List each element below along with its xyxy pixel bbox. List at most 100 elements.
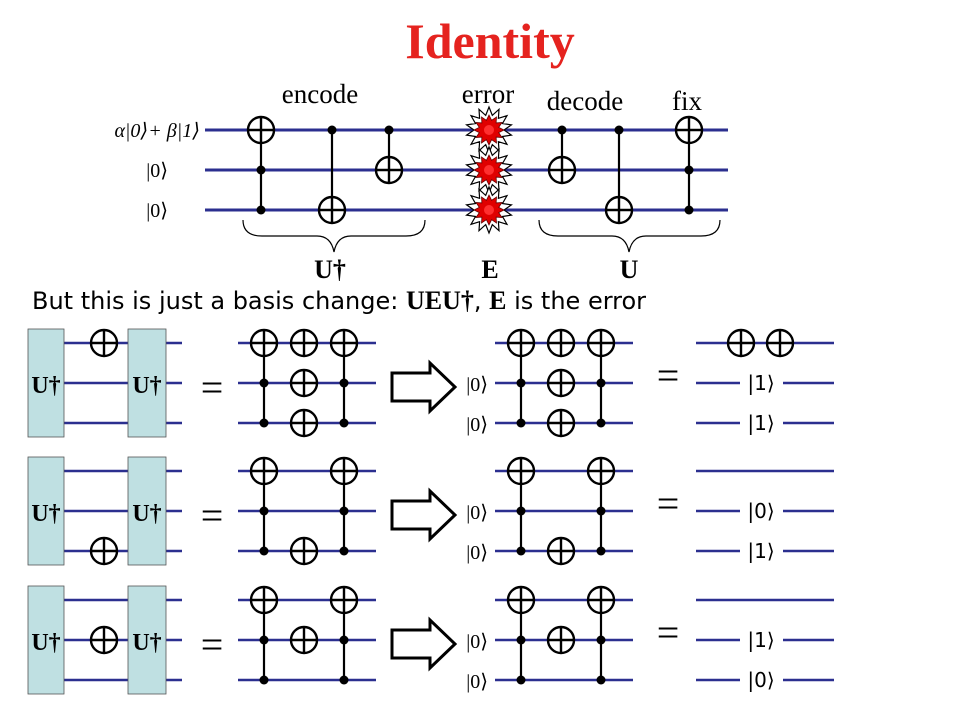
cnot-target-icon — [246, 115, 276, 145]
error-burst-icon — [465, 185, 513, 235]
fix-label: fix — [672, 86, 702, 116]
u-dagger-block-label: U† — [31, 501, 60, 527]
decode-label: decode — [547, 86, 623, 116]
u-dagger-block — [27, 456, 65, 566]
equals-sign: = — [657, 481, 680, 526]
cnot-target-icon — [765, 328, 795, 358]
implies-arrow-icon — [390, 359, 458, 415]
control-dot — [596, 378, 606, 388]
cnot-target-icon — [289, 328, 319, 358]
cnot-target-icon — [604, 195, 634, 225]
encode-brace — [242, 219, 426, 253]
input-state-q0: α|0⟩+ β|1⟩ — [114, 120, 200, 142]
input-state-q1: |0⟩ — [146, 160, 168, 182]
brace-label-e: E — [481, 255, 498, 284]
control-dot — [557, 125, 567, 135]
implies-arrow-icon — [390, 616, 458, 672]
ket-zero-label: |0⟩ — [466, 671, 488, 693]
cnot-target-icon — [506, 328, 536, 358]
ket-zero-label: |0⟩ — [466, 631, 488, 653]
control-dot — [339, 378, 349, 388]
u-dagger-block-label: U† — [31, 630, 60, 656]
cnot-target-icon — [546, 328, 576, 358]
caption-rest: is the error — [507, 287, 647, 315]
cnot-target-icon — [289, 536, 319, 566]
output-state-mid: |1⟩ — [747, 628, 774, 652]
error-label: error — [462, 79, 514, 109]
page-title: Identity — [405, 13, 574, 69]
cnot-target-icon — [89, 536, 119, 566]
basis-change-rows: U†U†=|0⟩|0⟩=|1⟩|1⟩U†U†=|0⟩|0⟩=|0⟩|1⟩U†U†… — [27, 328, 834, 695]
cnot-target-icon — [374, 155, 404, 185]
control-dot — [339, 675, 349, 685]
output-state-bottom: |0⟩ — [747, 668, 774, 692]
cnot-target-icon — [329, 585, 359, 615]
control-dot — [596, 546, 606, 556]
encode-label: encode — [282, 79, 358, 109]
cnot-target-icon — [249, 456, 279, 486]
basis-row-3: U†U†=|0⟩|0⟩=|1⟩|0⟩ — [27, 585, 834, 695]
cnot-target-icon — [329, 328, 359, 358]
control-dot — [339, 418, 349, 428]
equals-sign: = — [657, 353, 680, 398]
input-state-q2: |0⟩ — [146, 200, 168, 222]
cnot-target-icon — [546, 368, 576, 398]
control-dot — [596, 675, 606, 685]
control-dot — [259, 506, 269, 516]
burst-center — [484, 125, 494, 135]
u-dagger-block — [127, 328, 167, 438]
brace-label-u-dagger: U† — [314, 255, 346, 284]
basis-row-1: U† U† = |0⟩ |0⟩ = |1⟩ |1⟩ — [27, 328, 834, 438]
control-dot — [339, 546, 349, 556]
output-state-bottom: |1⟩ — [747, 411, 774, 435]
control-dot — [596, 506, 606, 516]
u-dagger-block — [27, 328, 65, 438]
equals-sign: = — [657, 610, 680, 655]
control-dot — [516, 675, 526, 685]
ket-zero-label: |0⟩ — [466, 502, 488, 524]
equals-sign: = — [201, 622, 224, 667]
control-dot — [684, 165, 694, 175]
caption-text: But this is just a basis change: — [32, 287, 406, 315]
equals-sign: = — [201, 365, 224, 410]
control-dot — [259, 635, 269, 645]
control-dot — [259, 418, 269, 428]
ket-zero-label: |0⟩ — [466, 542, 488, 564]
cnot-target-icon — [674, 115, 704, 145]
control-dot — [256, 165, 266, 175]
control-dot — [516, 546, 526, 556]
u-dagger-block-label: U† — [132, 373, 161, 399]
implies-arrow-icon — [390, 487, 458, 543]
control-dot — [516, 635, 526, 645]
cnot-target-icon — [249, 585, 279, 615]
cnot-target-icon — [546, 408, 576, 438]
decode-brace — [538, 219, 721, 253]
control-dot — [259, 378, 269, 388]
cnot-target-icon — [289, 625, 319, 655]
cnot-target-icon — [586, 585, 616, 615]
cnot-target-icon — [506, 585, 536, 615]
cnot-target-icon — [329, 456, 359, 486]
control-dot — [339, 506, 349, 516]
caption-sep: , — [474, 287, 489, 315]
control-dot — [596, 418, 606, 428]
cnot-target-icon — [89, 328, 119, 358]
basis-row-2: U†U†=|0⟩|0⟩=|0⟩|1⟩ — [27, 456, 834, 566]
control-dot — [516, 418, 526, 428]
u-dagger-block-label: U† — [132, 501, 161, 527]
control-dot — [614, 125, 624, 135]
caption: But this is just a basis change: UEU†, E… — [32, 286, 646, 315]
control-dot — [684, 205, 694, 215]
ket-zero-label: |0⟩ — [466, 374, 488, 396]
cnot-target-icon — [289, 368, 319, 398]
u-dagger-block-label: U† — [31, 373, 60, 399]
ket-zero-label: |0⟩ — [466, 414, 488, 436]
output-state-mid: |1⟩ — [747, 371, 774, 395]
cnot-target-icon — [317, 195, 347, 225]
output-state-bottom: |1⟩ — [747, 539, 774, 563]
burst-center — [484, 205, 494, 215]
caption-formula: UEU† — [406, 286, 474, 315]
control-dot — [596, 635, 606, 645]
control-dot — [327, 125, 337, 135]
